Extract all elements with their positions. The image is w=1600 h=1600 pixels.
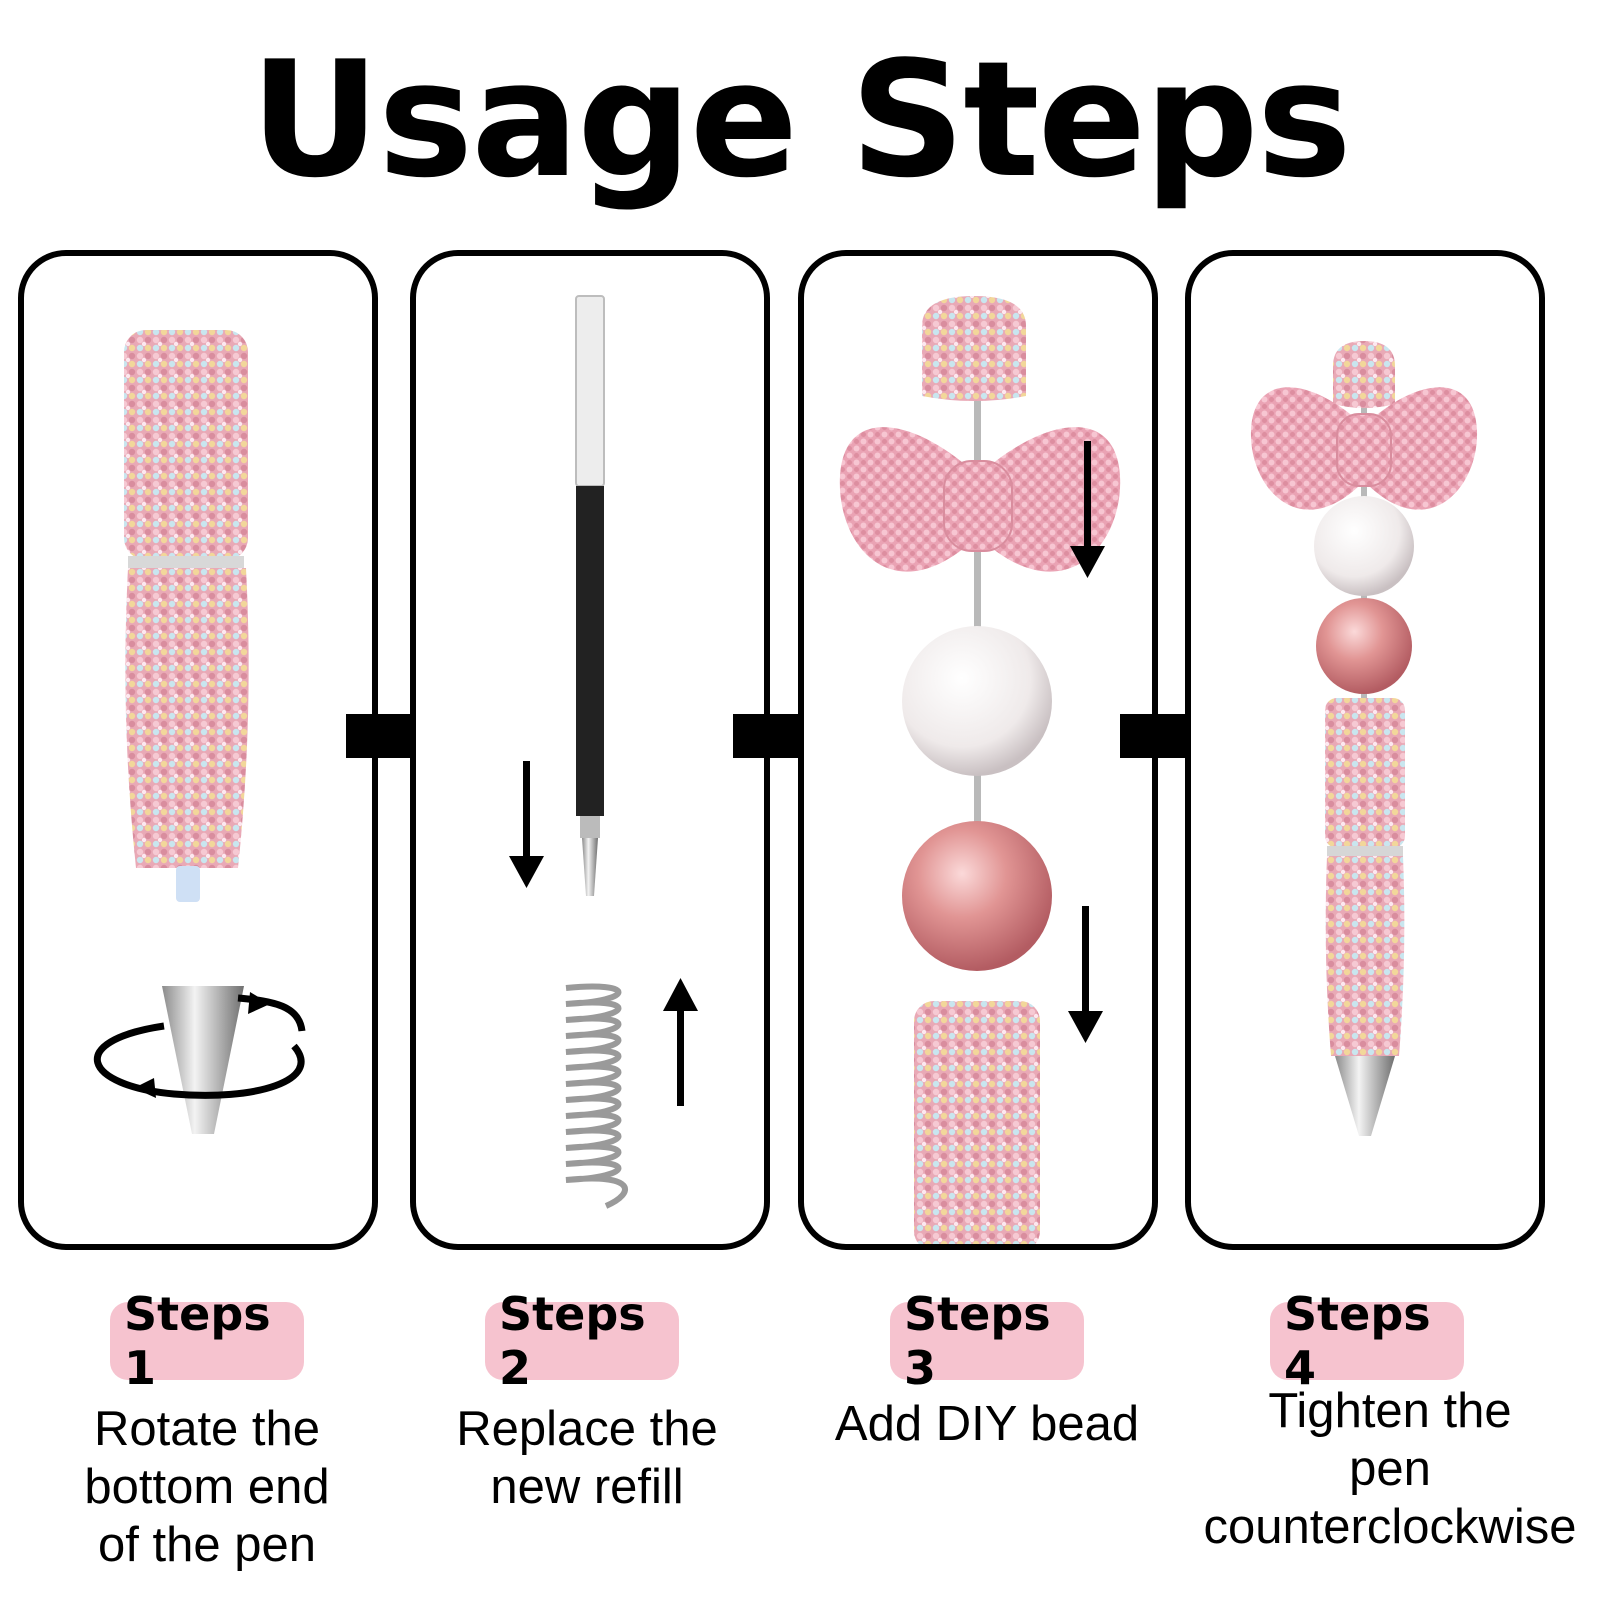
step-2-illustration bbox=[509, 295, 698, 1209]
down-arrow-icon bbox=[1068, 906, 1103, 1043]
pen-tip-rotate-icon bbox=[93, 986, 306, 1134]
ink-refill bbox=[575, 295, 605, 896]
description-line: Rotate the bbox=[93, 1402, 321, 1456]
description-line: counterclockwise bbox=[1203, 1500, 1577, 1554]
step-3-illustration bbox=[839, 296, 1121, 1244]
step-2-badge: Steps 2 bbox=[485, 1287, 679, 1395]
description-line: bottom end bbox=[84, 1460, 330, 1514]
step-3-description: Add DIY bead bbox=[792, 1395, 1182, 1453]
description-line: pen bbox=[1349, 1442, 1431, 1496]
rose-pearl-bead bbox=[902, 821, 1052, 971]
down-arrow-icon bbox=[509, 761, 544, 888]
rhinestone-pen-body bbox=[124, 330, 249, 902]
description-line: new refill bbox=[490, 1460, 684, 1514]
down-arrow-icon bbox=[1070, 441, 1105, 578]
step-4-description: Tighten the pen counterclockwise bbox=[1185, 1382, 1595, 1556]
top-bead bbox=[922, 296, 1026, 401]
step-1-badge: Steps 1 bbox=[110, 1287, 304, 1395]
top-bead bbox=[1333, 341, 1395, 408]
rhinestone-pen-body bbox=[914, 1001, 1040, 1244]
rose-pearl-bead bbox=[1316, 598, 1412, 694]
spring-icon bbox=[565, 983, 628, 1209]
description-line: Tighten the bbox=[1268, 1384, 1512, 1438]
white-pearl-bead bbox=[1314, 496, 1414, 596]
step-4-badge: Steps 4 bbox=[1270, 1287, 1464, 1395]
description-line: Add DIY bead bbox=[834, 1397, 1140, 1451]
white-pearl-bead bbox=[902, 626, 1052, 776]
step-1-panel bbox=[18, 250, 378, 1250]
step-1-illustration bbox=[93, 330, 306, 1134]
up-arrow-icon bbox=[663, 978, 698, 1106]
step-2-panel bbox=[410, 250, 770, 1250]
step-4-panel bbox=[1185, 250, 1545, 1250]
page-title: Usage Steps bbox=[250, 26, 1352, 213]
step-3-badge: Steps 3 bbox=[890, 1287, 1084, 1395]
bow-bead bbox=[1250, 387, 1478, 510]
step-4-illustration bbox=[1250, 341, 1478, 1136]
step-3-panel bbox=[798, 250, 1158, 1250]
step-1-description: Rotate the bottom end of the pen bbox=[12, 1400, 402, 1574]
assembled-pen-body bbox=[1325, 698, 1405, 1136]
description-line: Replace the bbox=[456, 1402, 718, 1456]
description-line: of the pen bbox=[98, 1518, 316, 1572]
step-2-description: Replace the new refill bbox=[392, 1400, 782, 1516]
